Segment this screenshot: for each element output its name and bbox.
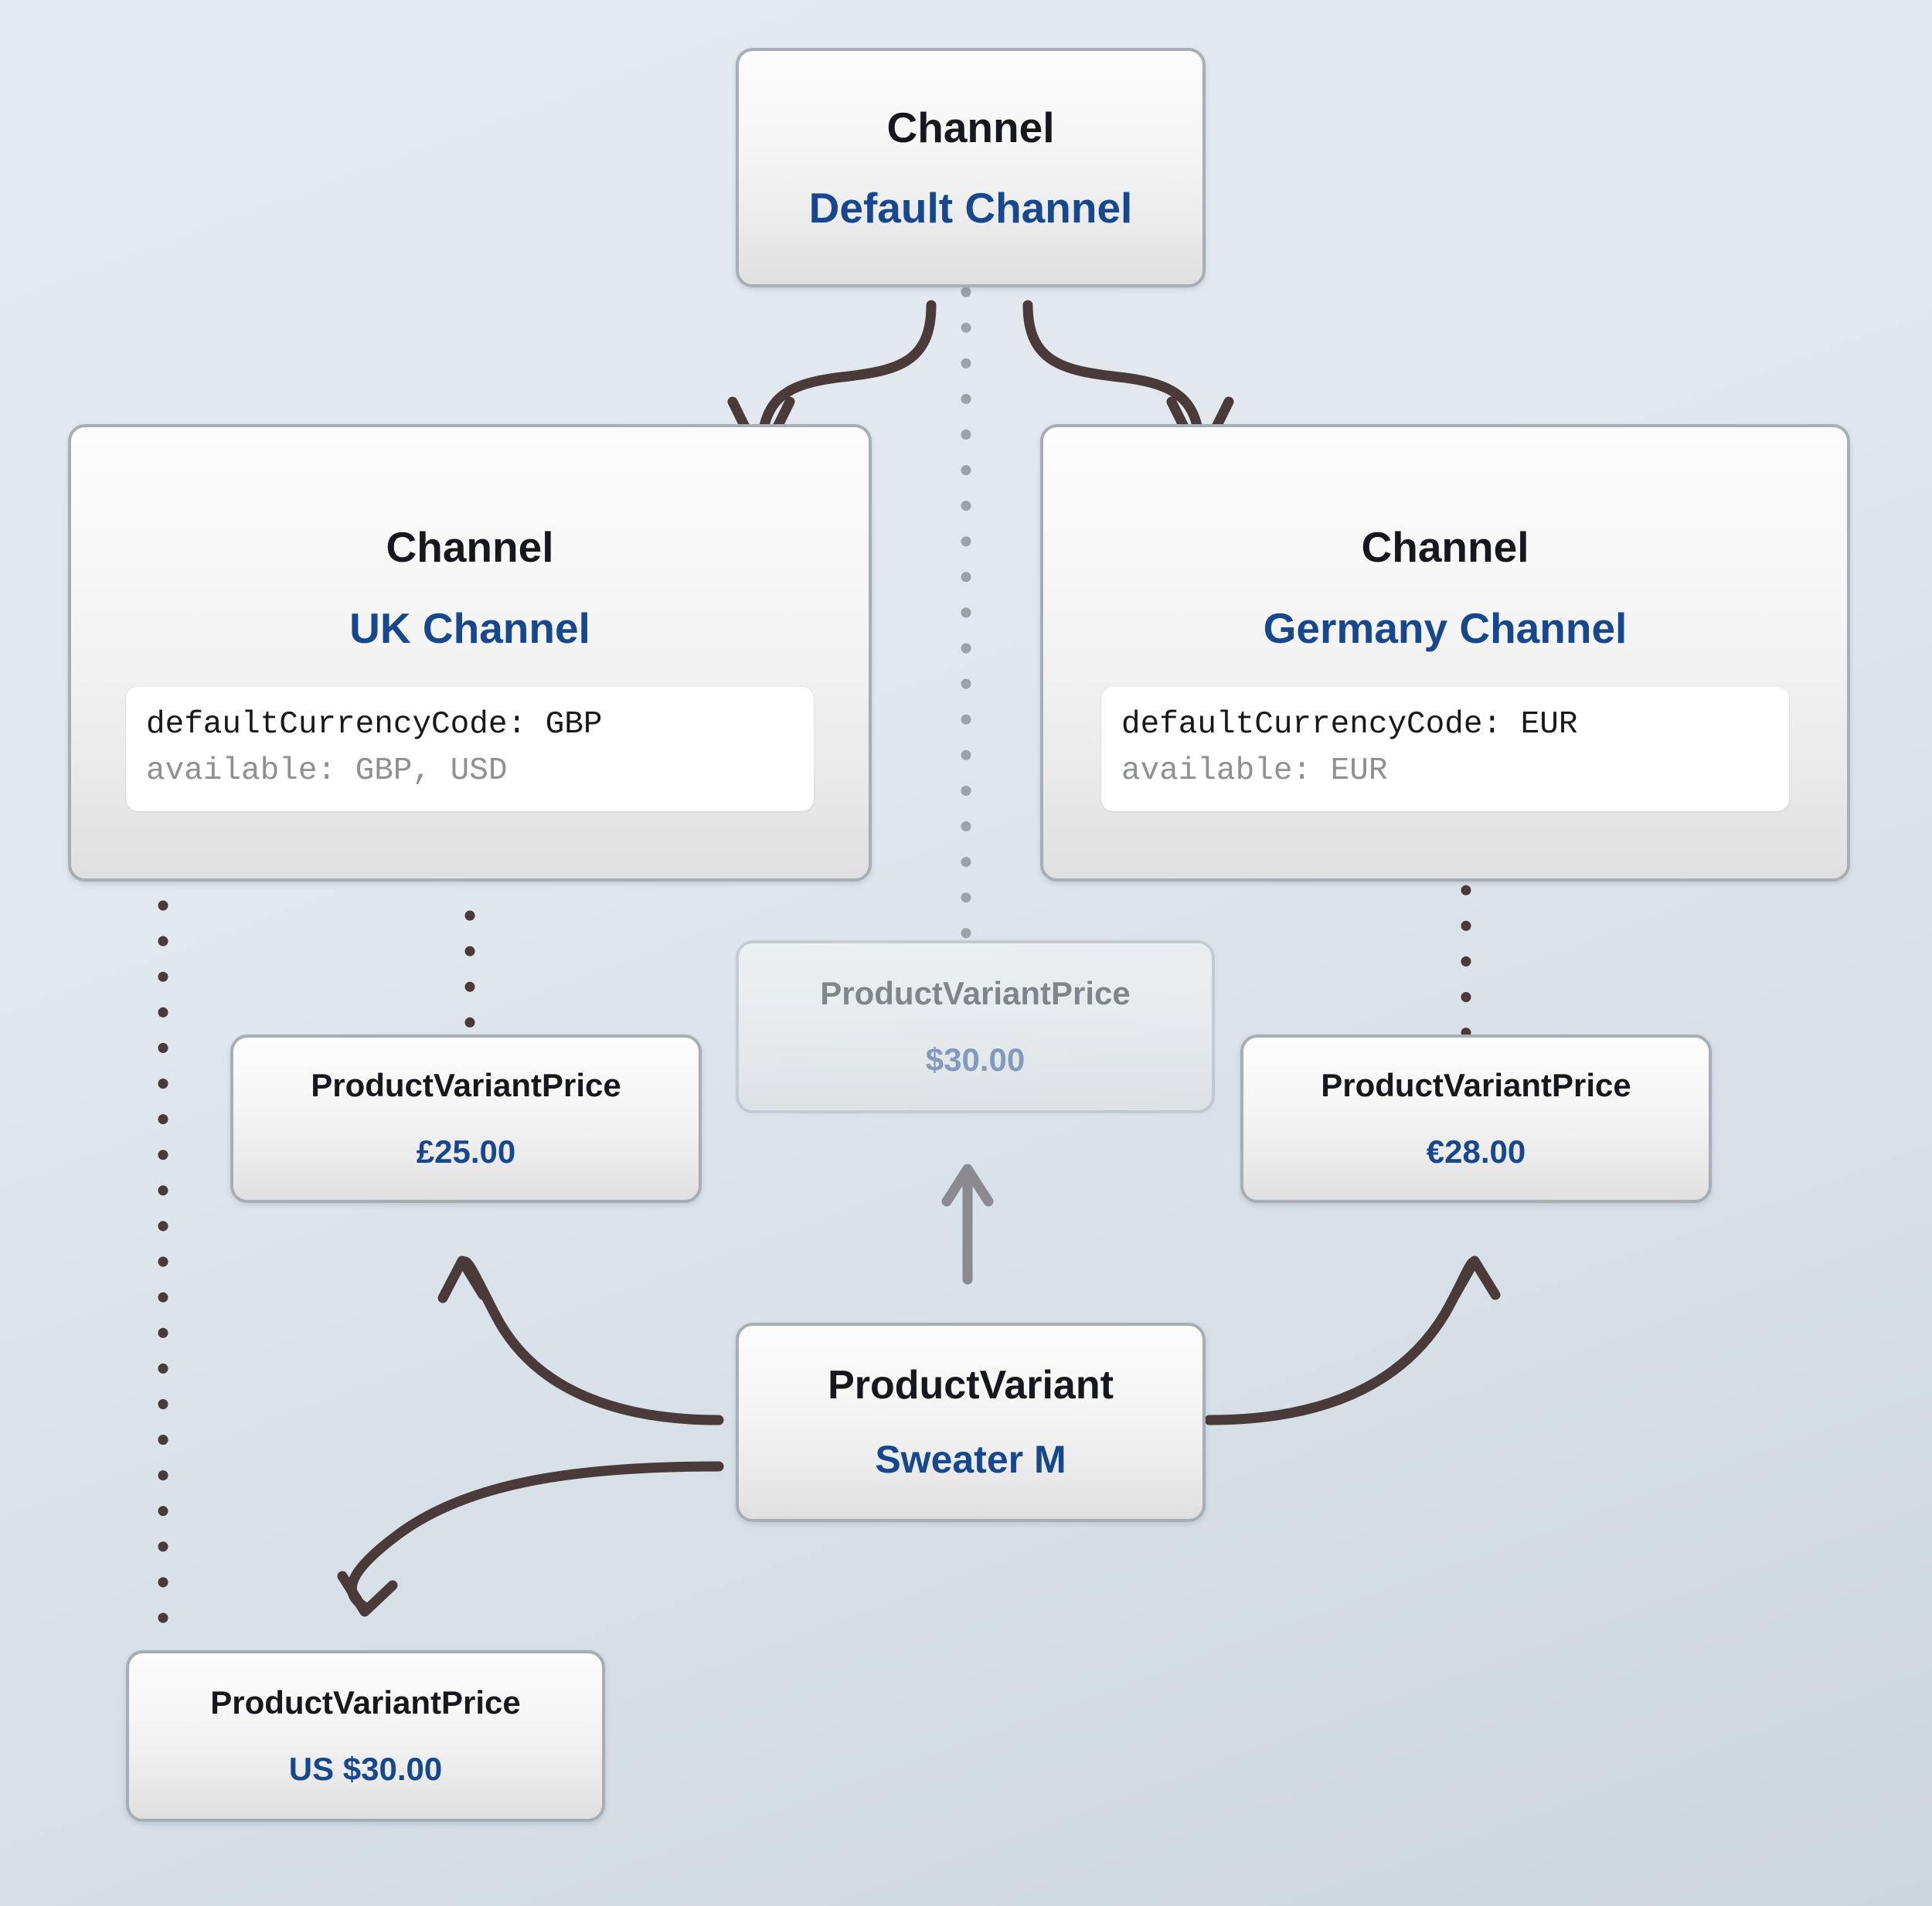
germany-channel-currency-panel: defaultCurrencyCode: EUR available: EUR [1101,687,1789,811]
node-type-label: ProductVariant [828,1362,1114,1408]
node-type-label: Channel [1361,523,1529,572]
node-uk-channel[interactable]: Channel UK Channel defaultCurrencyCode: … [68,424,872,882]
node-type-label: ProductVariantPrice [820,974,1131,1011]
node-name-label: UK Channel [349,603,590,652]
default-currency-code-line: defaultCurrencyCode: GBP [146,707,603,743]
node-name-label: Default Channel [808,184,1133,232]
default-currency-code-line: defaultCurrencyCode: EUR [1121,707,1578,743]
node-type-label: Channel [886,103,1055,151]
uk-channel-currency-panel: defaultCurrencyCode: GBP available: GBP,… [126,687,814,811]
edge-variant-to-eur-price [1204,1255,1501,1425]
node-type-label: ProductVariantPrice [210,1683,521,1721]
node-germany-channel[interactable]: Channel Germany Channel defaultCurrencyC… [1040,424,1850,882]
node-product-variant-price-eur[interactable]: ProductVariantPrice €28.00 [1240,1035,1712,1203]
node-price-value: $30.00 [925,1041,1026,1078]
available-currencies-line: available: GBP, USD [146,753,508,789]
edge-variant-to-ghost-price [941,1164,994,1285]
available-currencies-line: available: EUR [1121,753,1388,789]
node-product-variant-price-default-usd[interactable]: ProductVariantPrice $30.00 [736,940,1215,1113]
node-name-label: Sweater M [875,1438,1066,1482]
node-product-variant-price-usd[interactable]: ProductVariantPrice US $30.00 [126,1650,605,1822]
node-price-value: £25.00 [416,1133,516,1170]
edge-variant-to-gbp-price [437,1255,724,1425]
node-default-channel[interactable]: Channel Default Channel [736,48,1206,287]
edge-variant-to-usd-price [337,1461,724,1617]
node-type-label: ProductVariantPrice [311,1066,621,1103]
node-name-label: Germany Channel [1263,603,1628,652]
node-product-variant[interactable]: ProductVariant Sweater M [736,1323,1206,1522]
node-type-label: ProductVariantPrice [1321,1066,1631,1103]
node-type-label: Channel [386,523,554,572]
node-price-value: €28.00 [1426,1133,1526,1170]
node-product-variant-price-gbp[interactable]: ProductVariantPrice £25.00 [230,1035,702,1203]
node-price-value: US $30.00 [288,1751,443,1787]
